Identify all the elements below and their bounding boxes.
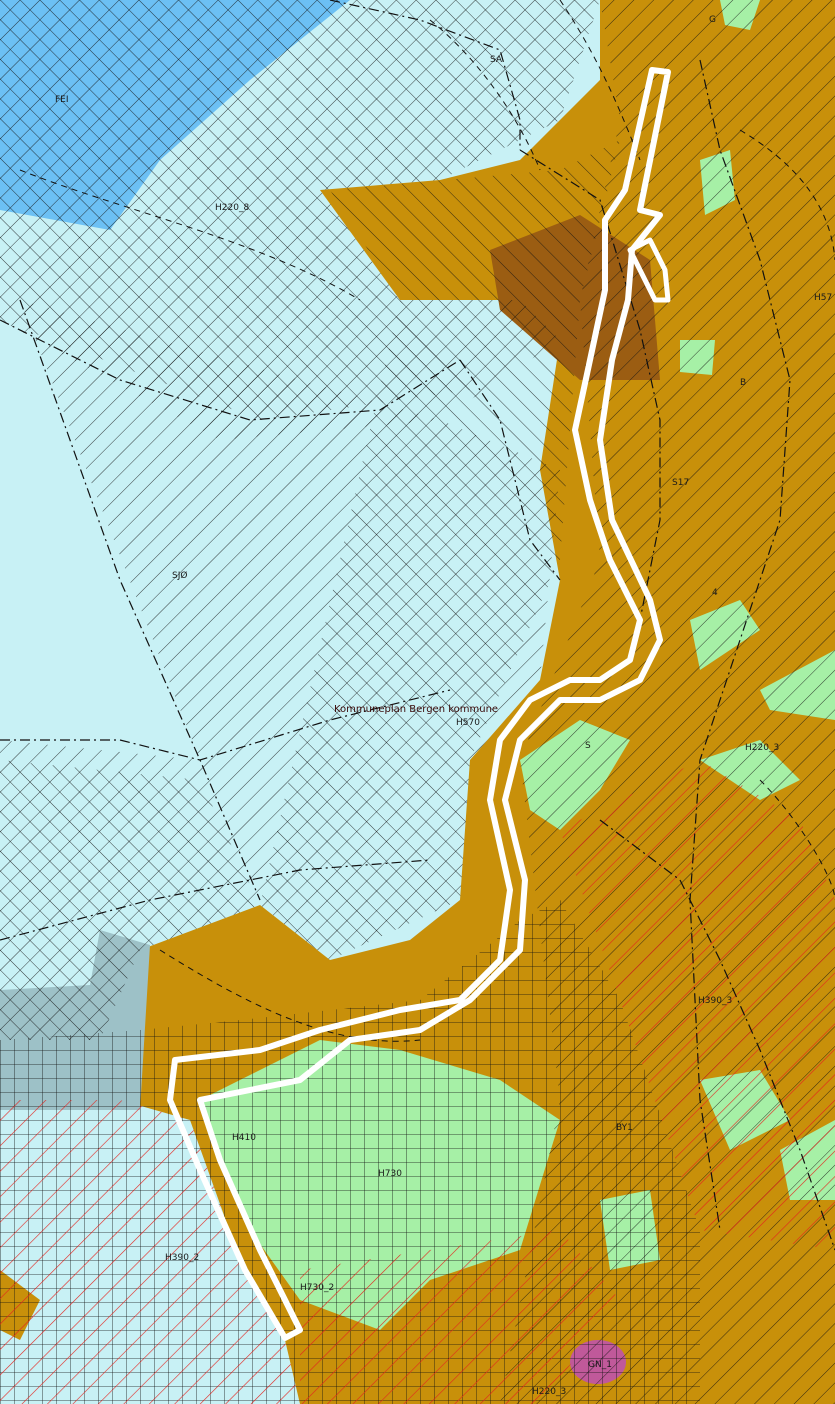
label-h730: H730 (378, 1169, 402, 1179)
hatch-red-south-land (300, 1230, 620, 1404)
hatch-land-east-cross (260, 140, 620, 960)
label-s17: S17 (672, 478, 689, 488)
label-h410: H410 (232, 1133, 256, 1143)
label-h390-2: H390_2 (165, 1253, 199, 1263)
label-fei: FEI (55, 95, 69, 105)
hatch-sea-southwest-cross (0, 760, 260, 1040)
label-sjo: SJØ (172, 570, 187, 581)
label-4: 4 (712, 588, 718, 598)
label-h730-2: H730_2 (300, 1283, 334, 1293)
label-b-right: B (740, 378, 746, 388)
label-s-mid: S (585, 741, 591, 751)
label-h570-center: H570 (456, 718, 480, 728)
project-boundary-spur (627, 237, 671, 303)
label-title: Kommuneplan Bergen kommune (334, 704, 498, 715)
label-by1: BY1 (616, 1123, 633, 1133)
label-h220-bottom: H220_3 (532, 1387, 566, 1397)
label-g-top: G (709, 15, 716, 25)
label-h220-3: H220_3 (745, 743, 779, 753)
hatch-sea-north-cross (0, 0, 600, 420)
label-h220-8: H220_8 (215, 203, 249, 213)
label-gn: GN_1 (588, 1360, 612, 1370)
label-sa: SA (490, 55, 503, 65)
hatch-red-south (0, 1100, 300, 1404)
label-h570-right: H57 (814, 293, 832, 303)
hatch-red-east (560, 760, 835, 1250)
label-h390-3: H390_3 (698, 996, 732, 1006)
plan-boundaries (0, 0, 835, 1251)
project-boundary-outline (167, 67, 671, 1341)
